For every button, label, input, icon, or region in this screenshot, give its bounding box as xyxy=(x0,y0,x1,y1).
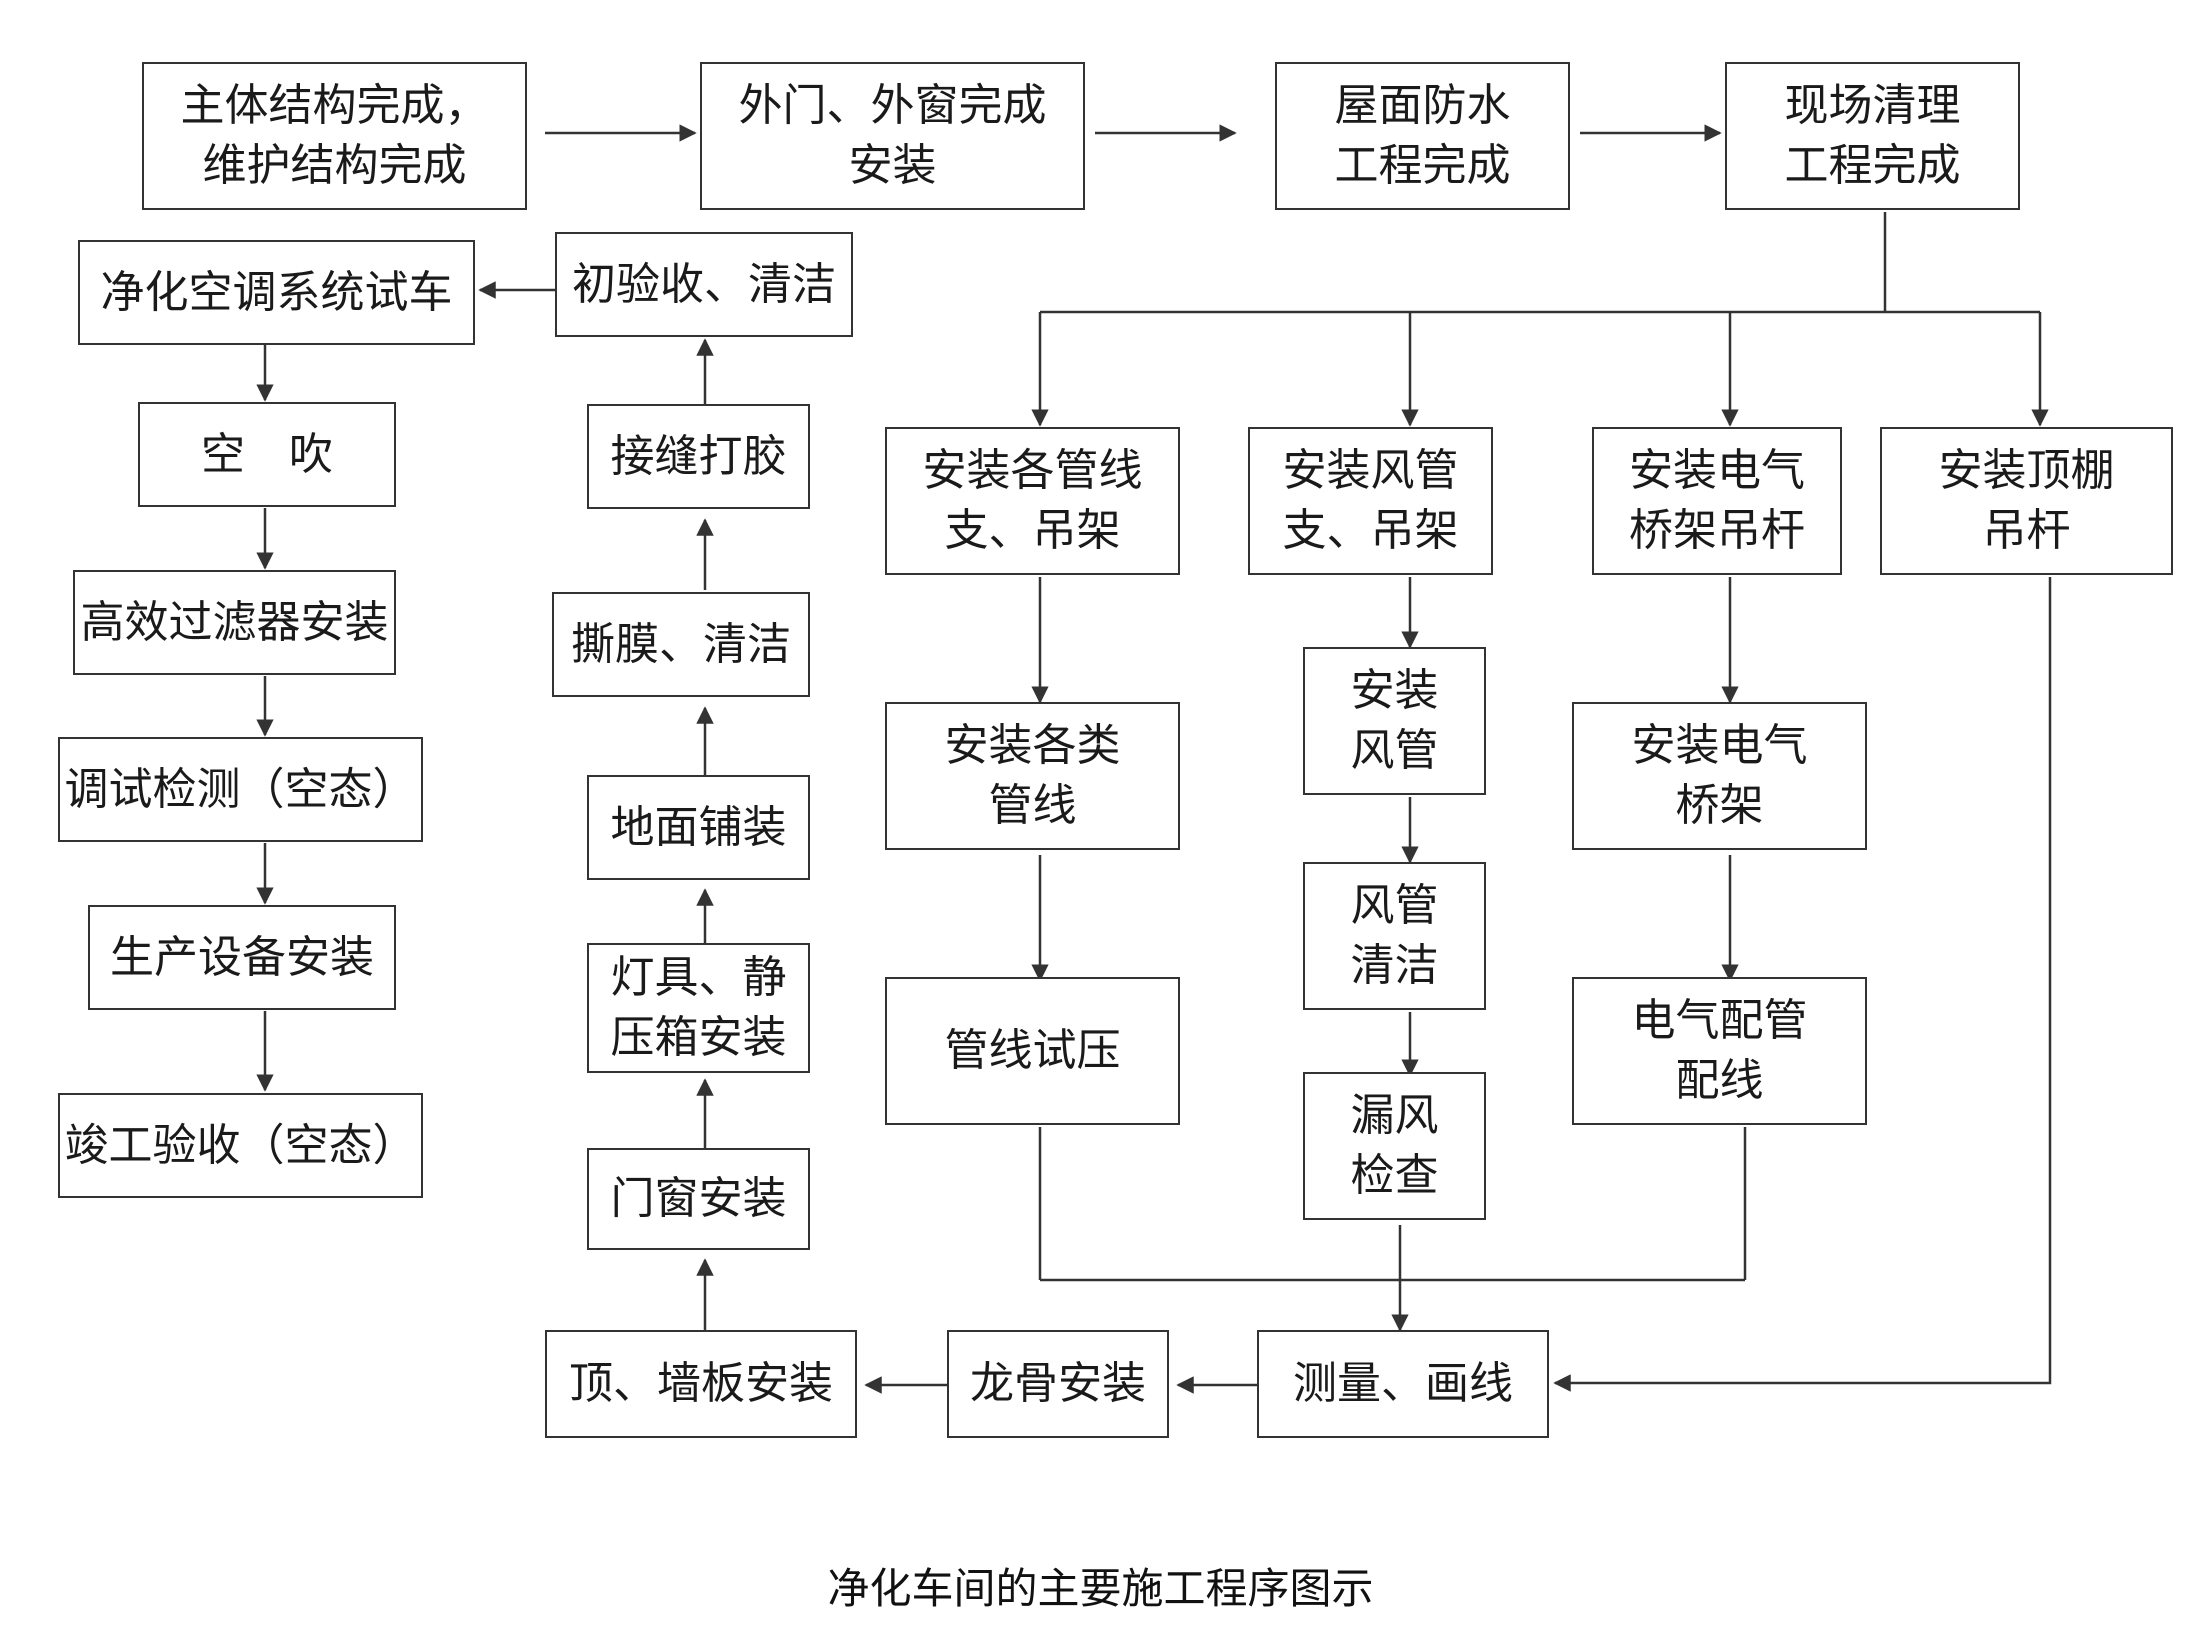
step-label-line: 风管 xyxy=(1350,880,1439,931)
step-label-line: 电气配管 xyxy=(1631,995,1808,1046)
step-label-line: 桥架 xyxy=(1675,780,1764,831)
step-label-line: 检查 xyxy=(1350,1150,1439,1201)
step-label-line: 净化空调系统试车 xyxy=(100,266,453,318)
step-duct-supports: 安装风管支、吊架 xyxy=(1248,427,1493,575)
step-panel-install: 顶、墙板安装 xyxy=(545,1330,857,1438)
step-duct-cleaning: 风管清洁 xyxy=(1303,862,1486,1010)
step-equipment-install: 生产设备安装 xyxy=(88,905,396,1010)
step-film-cleaning: 撕膜、清洁 xyxy=(552,592,810,697)
step-initial-acceptance: 初验收、清洁 xyxy=(555,232,853,337)
step-label-line: 安装各类 xyxy=(944,720,1121,771)
step-commissioning: 调试检测（空态） xyxy=(58,737,423,842)
step-label-line: 安装风管 xyxy=(1282,445,1459,496)
step-keel-install: 龙骨安装 xyxy=(947,1330,1169,1438)
step-label-line: 龙骨安装 xyxy=(970,1358,1146,1409)
step-label-line: 高效过滤器安装 xyxy=(80,596,389,648)
step-pipe-supports: 安装各管线支、吊架 xyxy=(885,427,1180,575)
step-label-line: 撕膜、清洁 xyxy=(571,618,791,670)
step-label-line: 压箱安装 xyxy=(610,1012,787,1063)
step-hvac-trial: 净化空调系统试车 xyxy=(78,240,475,345)
step-install-pipes: 安装各类管线 xyxy=(885,702,1180,850)
step-door-window-install: 门窗安装 xyxy=(587,1148,810,1250)
step-tray-hangers: 安装电气桥架吊杆 xyxy=(1592,427,1842,575)
step-label-line: 桥架吊杆 xyxy=(1629,505,1805,556)
step-label-line: 接缝打胶 xyxy=(610,430,787,482)
step-lights-boxes: 灯具、静压箱安装 xyxy=(587,943,810,1073)
step-label-line: 现场清理 xyxy=(1784,80,1961,131)
step-label-line: 工程完成 xyxy=(1784,140,1961,191)
step-label-line: 测量、画线 xyxy=(1293,1358,1513,1409)
step-label-line: 外门、外窗完成 xyxy=(738,80,1047,131)
step-label-line: 风管 xyxy=(1350,725,1439,776)
step-site-cleanup: 现场清理工程完成 xyxy=(1725,62,2020,210)
step-seam-glue: 接缝打胶 xyxy=(587,404,810,509)
step-label-line: 灯具、静 xyxy=(610,952,787,1003)
step-label-line: 初验收、清洁 xyxy=(572,258,836,310)
step-survey-marking: 测量、画线 xyxy=(1257,1330,1549,1438)
step-install-ducts: 安装风管 xyxy=(1303,647,1486,795)
step-label-line: 配线 xyxy=(1675,1055,1764,1106)
step-final-acceptance: 竣工验收（空态） xyxy=(58,1093,423,1198)
step-label-line: 维护结构完成 xyxy=(202,140,467,191)
step-ceiling-hangers: 安装顶棚吊杆 xyxy=(1880,427,2173,575)
step-label-line: 管线 xyxy=(988,780,1077,831)
step-floor-paving: 地面铺装 xyxy=(587,775,810,880)
step-pipe-pressure-test: 管线试压 xyxy=(885,977,1180,1125)
step-label-line: 生产设备安装 xyxy=(110,931,374,983)
step-label-line: 竣工验收（空态） xyxy=(64,1119,417,1171)
step-hepa-install: 高效过滤器安装 xyxy=(73,570,396,675)
step-leak-check: 漏风检查 xyxy=(1303,1072,1486,1220)
step-label-line: 屋面防水 xyxy=(1334,80,1511,131)
step-label-line: 吊杆 xyxy=(1982,505,2071,556)
step-label-line: 安装各管线 xyxy=(922,445,1143,496)
step-label-line: 支、吊架 xyxy=(944,505,1121,556)
step-label-line: 空 吹 xyxy=(201,428,333,480)
step-label-line: 安装顶棚 xyxy=(1938,445,2115,496)
step-label-line: 安装 xyxy=(848,140,937,191)
ceiling-hangers-to-survey-line xyxy=(1553,577,2052,1392)
step-doors-windows-ext: 外门、外窗完成安装 xyxy=(700,62,1085,210)
step-label-line: 调试检测（空态） xyxy=(64,763,417,815)
step-label-line: 漏风 xyxy=(1350,1090,1439,1141)
step-roof-waterproof: 屋面防水工程完成 xyxy=(1275,62,1570,210)
step-label-line: 安装电气 xyxy=(1629,445,1805,496)
step-wiring: 电气配管配线 xyxy=(1572,977,1867,1125)
diagram-caption: 净化车间的主要施工程序图示 xyxy=(827,1564,1374,1613)
step-install-trays: 安装电气桥架 xyxy=(1572,702,1867,850)
step-label-line: 支、吊架 xyxy=(1282,505,1459,556)
step-label-line: 工程完成 xyxy=(1334,140,1511,191)
step-label-line: 门窗安装 xyxy=(610,1173,787,1224)
step-air-blow: 空 吹 xyxy=(138,402,396,507)
step-label-line: 安装电气 xyxy=(1631,720,1808,771)
step-label-line: 地面铺装 xyxy=(610,801,787,853)
step-label-line: 安装 xyxy=(1350,665,1439,716)
step-main-structure: 主体结构完成， 维护结构完成 xyxy=(142,62,527,210)
step-label-line: 顶、墙板安装 xyxy=(569,1358,833,1409)
step-label-line: 清洁 xyxy=(1350,940,1439,991)
step-label-line: 主体结构完成， xyxy=(180,80,489,131)
step-label-line: 管线试压 xyxy=(944,1025,1121,1076)
